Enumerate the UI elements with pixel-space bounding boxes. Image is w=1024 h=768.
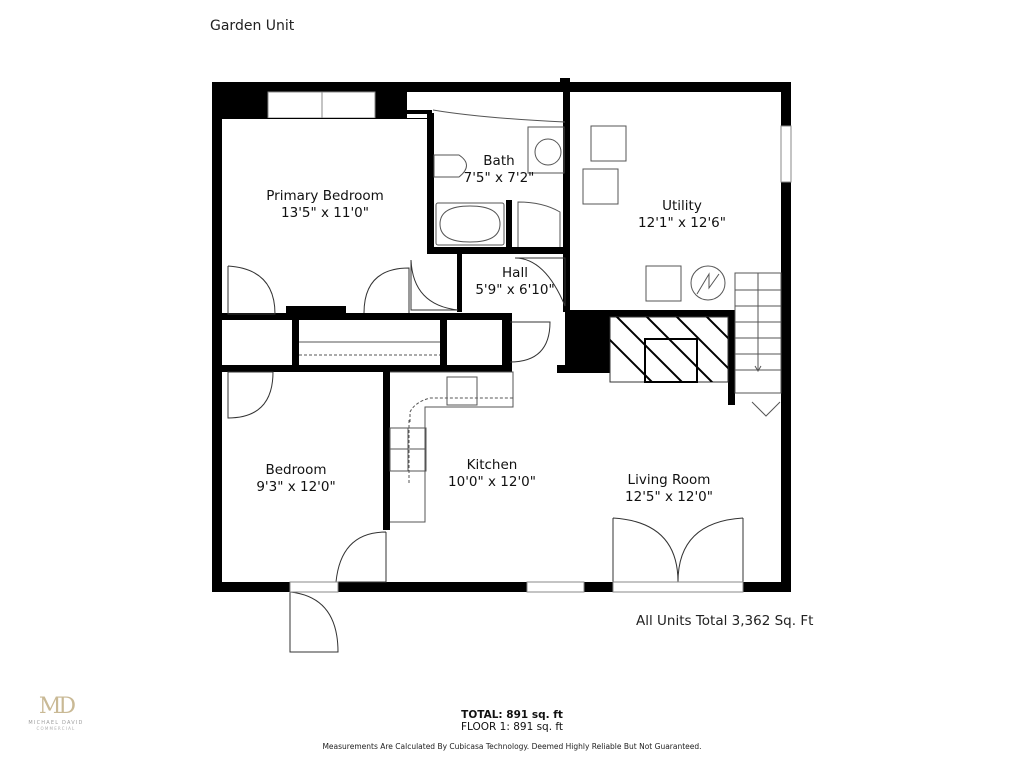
total-area: TOTAL: 891 sq. ft xyxy=(461,709,563,721)
closet-shelves xyxy=(299,341,440,356)
logo-line1: MICHAEL DAVID xyxy=(28,720,84,726)
window-primary-bedroom xyxy=(267,91,376,119)
room-bedroom: Bedroom 9'3" x 12'0" xyxy=(256,462,335,496)
room-bath: Bath 7'5" x 7'2" xyxy=(464,153,535,187)
room-name: Living Room xyxy=(627,472,711,488)
room-dims: 12'5" x 12'0" xyxy=(625,489,713,505)
room-name: Bedroom xyxy=(265,462,327,478)
room-name: Primary Bedroom xyxy=(266,188,384,204)
room-dims: 9'3" x 12'0" xyxy=(256,479,336,495)
area-totals: TOTAL: 891 sq. ft FLOOR 1: 891 sq. ft xyxy=(0,709,1024,733)
room-dims: 12'1" x 12'6" xyxy=(638,215,726,231)
room-dims: 13'5" x 11'0" xyxy=(281,205,369,221)
room-name: Bath xyxy=(483,153,515,169)
disclaimer: Measurements Are Calculated By Cubicasa … xyxy=(322,742,702,751)
room-name: Kitchen xyxy=(466,457,518,473)
interior-walls xyxy=(222,78,735,530)
bottom-openings xyxy=(289,581,744,593)
stairs xyxy=(734,272,782,417)
room-dims: 5'9" x 6'10" xyxy=(475,282,555,298)
utility-fixtures xyxy=(582,125,726,302)
room-dims: 10'0" x 12'0" xyxy=(448,474,536,490)
room-name: Hall xyxy=(502,265,528,281)
kitchen-counters xyxy=(389,371,514,523)
room-utility: Utility 12'1" x 12'6" xyxy=(638,198,726,232)
room-dims: 7'5" x 7'2" xyxy=(463,170,535,186)
floor-title: Garden Unit xyxy=(210,18,295,34)
logo-mark: MD xyxy=(38,694,76,719)
exterior-walls xyxy=(212,82,791,592)
room-name: Utility xyxy=(662,198,702,214)
all-units-total: All Units Total 3,362 Sq. Ft xyxy=(636,613,814,629)
room-living-room: Living Room 12'5" x 12'0" xyxy=(625,472,713,506)
logo-line2: COMMERCIAL xyxy=(36,726,76,731)
room-primary-bedroom: Primary Bedroom 13'5" x 11'0" xyxy=(266,188,384,222)
room-kitchen: Kitchen 10'0" x 12'0" xyxy=(448,457,536,491)
company-logo: MD MICHAEL DAVID COMMERCIAL xyxy=(26,694,86,732)
bath-fixtures xyxy=(432,109,566,247)
room-hall: Hall 5'9" x 6'10" xyxy=(475,265,554,299)
floor1-area: FLOOR 1: 891 sq. ft xyxy=(460,721,564,733)
chimney-hatch xyxy=(609,316,729,383)
